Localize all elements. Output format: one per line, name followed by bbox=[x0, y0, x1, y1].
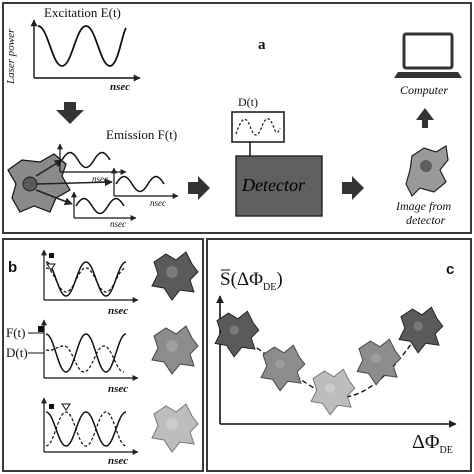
down-arrow bbox=[56, 102, 84, 124]
c-axes bbox=[216, 295, 457, 428]
b-xlabel-3: nsec bbox=[108, 455, 129, 467]
f-label: F(t) bbox=[6, 325, 26, 340]
emission-plot-3 bbox=[71, 191, 137, 221]
c-cell-3 bbox=[310, 368, 356, 416]
emission-plot-2 bbox=[111, 167, 179, 199]
c-cell-2 bbox=[260, 344, 306, 392]
image-cell bbox=[405, 145, 449, 198]
excitation-plot bbox=[30, 19, 141, 82]
b-marker-3 bbox=[49, 404, 54, 409]
c-ylabel: S̅(ΔΦDE) bbox=[220, 269, 283, 293]
computer-label: Computer bbox=[400, 83, 448, 97]
excitation-title: Excitation E(t) bbox=[44, 5, 121, 20]
detector-signal-label: D(t) bbox=[238, 95, 258, 109]
excitation-ylabel: Laser power bbox=[5, 28, 17, 84]
panel-c-letter: c bbox=[446, 261, 455, 278]
b-plot-3 bbox=[41, 397, 139, 455]
detector-box bbox=[235, 155, 323, 217]
emission-plot-1 bbox=[57, 143, 127, 175]
b-open-arrow-1 bbox=[46, 263, 56, 271]
b-plot-1 bbox=[41, 249, 139, 303]
emission-xlabel-3: nsec bbox=[110, 219, 126, 229]
c-cell-5 bbox=[398, 306, 444, 354]
b-xlabel-2: nsec bbox=[108, 383, 129, 395]
excitation-wave bbox=[37, 25, 127, 67]
panel-b-letter: b bbox=[8, 259, 18, 276]
d-label: D(t) bbox=[6, 345, 28, 360]
arrow-to-image bbox=[342, 176, 364, 200]
computer-icon bbox=[394, 32, 462, 78]
image-label-line2: detector bbox=[406, 213, 446, 227]
b-xlabel-1: nsec bbox=[108, 305, 129, 317]
panel-c bbox=[206, 238, 472, 472]
b-open-arrow-3 bbox=[61, 403, 71, 411]
b-marker-1 bbox=[49, 253, 54, 258]
b-marker-2 bbox=[38, 326, 44, 332]
b-plot-2 bbox=[41, 319, 139, 381]
b-cell-light bbox=[151, 403, 199, 453]
emission-xlabel-1: nsec bbox=[92, 174, 108, 184]
arrow-to-detector bbox=[188, 176, 210, 200]
detector-signal-box bbox=[231, 111, 285, 156]
c-cell-1 bbox=[214, 310, 260, 358]
c-cell-4 bbox=[356, 338, 402, 386]
emission-title: Emission F(t) bbox=[106, 127, 178, 142]
up-arrow bbox=[416, 108, 434, 128]
image-label-line1: Image from bbox=[396, 199, 452, 213]
emission-xlabel-2: nsec bbox=[150, 198, 166, 208]
b-cell-mid bbox=[151, 325, 199, 375]
c-xlabel: ΔΦDE bbox=[412, 431, 453, 456]
detector-label: Detector bbox=[242, 175, 305, 195]
panel-a-letter: a bbox=[258, 37, 266, 53]
excitation-xlabel: nsec bbox=[110, 81, 131, 93]
b-cell-dark bbox=[151, 251, 199, 301]
